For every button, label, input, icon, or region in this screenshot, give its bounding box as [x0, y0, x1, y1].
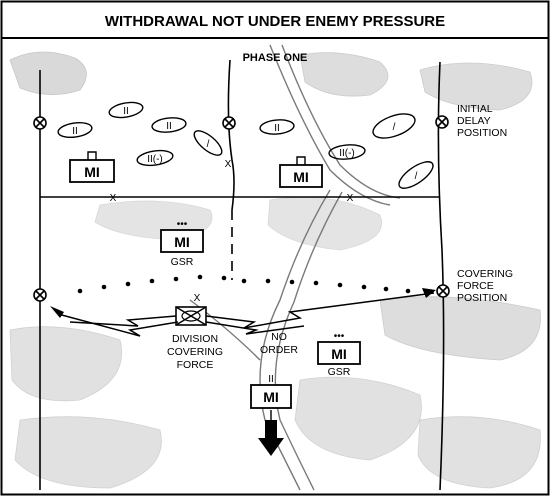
covering-arrow-left-head-icon [50, 306, 64, 318]
covering-force-dot [101, 284, 107, 290]
covering-force-dot-line [77, 274, 411, 294]
delay-unit-ellipses [57, 101, 434, 189]
mi-unit-upper-center: MI [279, 156, 323, 188]
covering-force-dot [221, 275, 227, 281]
covering-force-dot [197, 274, 203, 280]
division-covering-force-label: DIVISION COVERING FORCE [167, 333, 223, 371]
boundary-echelon-x-right: X [347, 193, 354, 204]
mi-unit-rear: II MI [250, 374, 292, 409]
covering-force-dot [383, 286, 389, 292]
contact-points [33, 115, 450, 302]
svg-text:MI: MI [331, 346, 347, 362]
echelon-ii-minus-2: II(-) [339, 148, 355, 159]
contact-point-upper-left [33, 116, 47, 130]
team-dots-right: ••• [334, 331, 345, 342]
gsr-label-right: GSR [328, 366, 351, 378]
svg-text:NO: NO [271, 331, 287, 343]
team-dots-center: ••• [177, 219, 188, 230]
covering-force-position-label: COVERING FORCE POSITION [457, 268, 513, 304]
covering-force-dot [337, 282, 343, 288]
covering-arrow-right-head-icon [422, 288, 436, 298]
covering-force-dot [289, 279, 295, 285]
covering-force-dot [241, 278, 247, 284]
echelon-ii-1: II [123, 106, 129, 117]
phase-label: PHASE ONE [243, 52, 308, 64]
covering-force-dot [125, 281, 131, 287]
no-order-label: NO ORDER [260, 331, 298, 356]
svg-text:MI: MI [293, 169, 309, 185]
svg-text:MI: MI [263, 389, 279, 405]
diagram-title: WITHDRAWAL NOT UNDER ENEMY PRESSURE [105, 13, 445, 30]
contact-point-lower-left [33, 288, 47, 302]
covering-force-dot [265, 278, 271, 284]
withdrawal-arrow-icon [258, 420, 284, 456]
echelon-slash-1: / [207, 139, 210, 150]
echelon-slash-3: / [415, 171, 418, 182]
division-covering-force-symbol [175, 306, 207, 326]
svg-text:MI: MI [84, 164, 100, 180]
covering-force-dot [173, 276, 179, 282]
covering-force-dot [313, 280, 319, 286]
gsr-label-center: GSR [171, 256, 194, 268]
mi-unit-gsr-right: ••• MI [317, 331, 361, 365]
svg-text:POSITION: POSITION [457, 127, 507, 139]
svg-text:MI: MI [174, 234, 190, 250]
svg-text:INITIAL: INITIAL [457, 103, 493, 115]
boundary-echelon-x-left: X [110, 193, 117, 204]
boundary-echelon-x-upper: X [225, 159, 232, 170]
mi-unit-upper-left: MI [69, 151, 115, 183]
contact-point-upper-right [435, 115, 449, 129]
covering-force-dot [77, 288, 83, 294]
covering-force-dot [405, 288, 411, 294]
echelon-slash-2: / [393, 122, 396, 133]
echelon-ii-3: II [166, 121, 172, 132]
covering-force-dot [361, 284, 367, 290]
initial-delay-label: INITIAL DELAY POSITION [457, 103, 507, 139]
svg-text:FORCE: FORCE [177, 359, 214, 371]
boundary-echelon-x-lower: X [194, 293, 201, 304]
covering-force-arrows [57, 292, 435, 337]
svg-text:DIVISION: DIVISION [172, 333, 218, 345]
svg-text:FORCE: FORCE [457, 280, 494, 292]
echelon-ii-minus-1: II(-) [147, 154, 163, 165]
svg-text:DELAY: DELAY [457, 115, 491, 127]
echelon-ii-2: II [72, 126, 78, 137]
delay-unit-echelons: II II II / II(-) II II(-) / / [72, 106, 417, 182]
mi-unit-gsr-center: ••• MI [160, 219, 204, 253]
contact-point-upper-center [222, 116, 236, 130]
echelon-ii-rear: II [268, 374, 274, 385]
svg-text:COVERING: COVERING [457, 268, 513, 280]
svg-text:COVERING: COVERING [167, 346, 223, 358]
covering-force-dot [149, 278, 155, 284]
contact-point-lower-right [436, 284, 450, 298]
svg-text:ORDER: ORDER [260, 344, 298, 356]
svg-text:POSITION: POSITION [457, 292, 507, 304]
echelon-ii-4: II [274, 123, 280, 134]
terrain-background [9, 51, 541, 489]
river [189, 44, 401, 491]
